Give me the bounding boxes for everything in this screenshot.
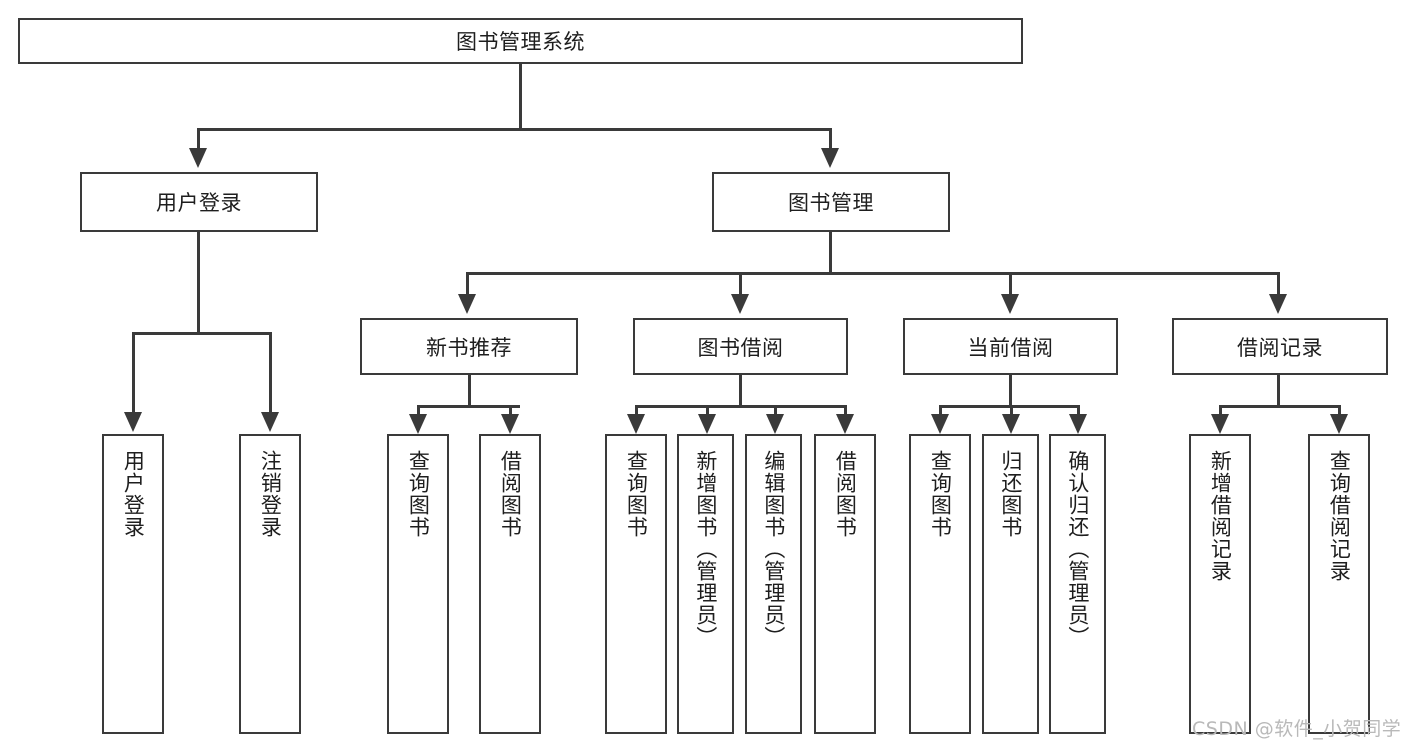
arrowhead-book-borrow-to-leaf-3 [836, 414, 854, 434]
node-borrow-record[interactable]: 借阅记录 [1172, 318, 1388, 375]
arrowhead-root-to-book-management [821, 148, 839, 168]
leaf-current-borrow-1[interactable]: 归还图书 [982, 434, 1039, 734]
arrowhead-root-to-user-login [189, 148, 207, 168]
connector-book-borrow-bar [635, 405, 847, 408]
leaf-label: 用户登录 [121, 450, 146, 538]
leaf-label: 查询图书 [624, 450, 649, 538]
connector-root-stem [519, 64, 522, 130]
arrowhead-current-borrow-to-leaf-2 [1069, 414, 1087, 434]
connector-user-login-bar [132, 332, 270, 335]
arrowhead-bm-to-book-borrow [731, 294, 749, 314]
leaf-label: 新增借阅记录 [1208, 450, 1233, 582]
leaf-book-borrow-2[interactable]: 编辑图书（管理员） [745, 434, 802, 734]
node-book-borrow[interactable]: 图书借阅 [633, 318, 848, 375]
node-label: 图书管理 [788, 191, 874, 215]
connector-root-to-book-management [829, 128, 832, 150]
node-current-borrow[interactable]: 当前借阅 [903, 318, 1118, 375]
connector-root-bar [197, 128, 831, 131]
leaf-user-login-0[interactable]: 用户登录 [102, 434, 164, 734]
connector-borrow-record-to-leaf-0 [1219, 405, 1222, 416]
connector-bm-to-borrow-record [1277, 272, 1280, 296]
arrowhead-bm-to-new-book [458, 294, 476, 314]
node-new-book-recommend[interactable]: 新书推荐 [360, 318, 578, 375]
leaf-book-borrow-3[interactable]: 借阅图书 [814, 434, 876, 734]
node-label: 图书借阅 [697, 335, 784, 360]
leaf-label: 编辑图书（管理员） [761, 450, 786, 648]
arrowhead-current-borrow-to-leaf-1 [1002, 414, 1020, 434]
connector-user-login-stem [197, 232, 200, 334]
node-label: 当前借阅 [967, 335, 1054, 360]
leaf-label: 查询图书 [928, 450, 953, 538]
connector-book-borrow-stem [739, 375, 742, 407]
leaf-new-book-recommend-0[interactable]: 查询图书 [387, 434, 449, 734]
arrowhead-user-login-to-leaf-1 [261, 412, 279, 432]
leaf-label: 注销登录 [258, 450, 283, 538]
connector-book-borrow-to-leaf-0 [635, 405, 638, 416]
arrowhead-new-book-to-leaf-0 [409, 414, 427, 434]
arrowhead-bm-to-current-borrow [1001, 294, 1019, 314]
leaf-label: 新增图书（管理员） [693, 450, 718, 648]
connector-book-borrow-to-leaf-1 [706, 405, 709, 416]
connector-current-borrow-to-leaf-1 [1010, 405, 1013, 416]
connector-book-management-bar [466, 272, 1280, 275]
leaf-new-book-recommend-1[interactable]: 借阅图书 [479, 434, 541, 734]
leaf-book-borrow-1[interactable]: 新增图书（管理员） [677, 434, 734, 734]
node-label: 借阅记录 [1237, 335, 1323, 360]
connector-bm-to-book-borrow [739, 272, 742, 296]
leaf-current-borrow-2[interactable]: 确认归还（管理员） [1049, 434, 1106, 734]
node-label: 图书管理系统 [456, 30, 585, 54]
connector-current-borrow-to-leaf-2 [1077, 405, 1080, 416]
leaf-label: 借阅图书 [498, 450, 523, 538]
arrowhead-current-borrow-to-leaf-0 [931, 414, 949, 434]
arrowhead-new-book-to-leaf-1 [501, 414, 519, 434]
node-user-login[interactable]: 用户登录 [80, 172, 318, 232]
arrowhead-book-borrow-to-leaf-1 [698, 414, 716, 434]
leaf-label: 确认归还（管理员） [1065, 450, 1090, 648]
node-book-management[interactable]: 图书管理 [712, 172, 950, 232]
csdn-watermark: CSDN @软件_小贺同学 [1192, 718, 1402, 740]
connector-borrow-record-stem [1277, 375, 1280, 407]
connector-current-borrow-stem [1009, 375, 1012, 407]
connector-current-borrow-to-leaf-0 [939, 405, 942, 416]
arrowhead-book-borrow-to-leaf-0 [627, 414, 645, 434]
node-label: 新书推荐 [426, 335, 512, 360]
leaf-label: 归还图书 [998, 450, 1023, 538]
arrowhead-user-login-to-leaf-0 [124, 412, 142, 432]
connector-borrow-record-bar [1219, 405, 1341, 408]
node-label: 用户登录 [156, 191, 242, 215]
leaf-label: 查询图书 [406, 450, 431, 538]
connector-user-login-to-leaf-0 [132, 332, 135, 414]
leaf-borrow-record-1[interactable]: 查询借阅记录 [1308, 434, 1370, 734]
leaf-current-borrow-0[interactable]: 查询图书 [909, 434, 971, 734]
connector-current-borrow-bar [939, 405, 1080, 408]
connector-new-book-to-leaf-0 [417, 405, 420, 416]
leaf-book-borrow-0[interactable]: 查询图书 [605, 434, 667, 734]
connector-book-management-stem [829, 232, 832, 274]
arrowhead-book-borrow-to-leaf-2 [766, 414, 784, 434]
arrowhead-borrow-record-to-leaf-0 [1211, 414, 1229, 434]
leaf-user-login-1[interactable]: 注销登录 [239, 434, 301, 734]
connector-root-to-user-login [197, 128, 200, 150]
connector-borrow-record-to-leaf-1 [1338, 405, 1341, 416]
arrowhead-borrow-record-to-leaf-1 [1330, 414, 1348, 434]
node-root-book-management-system[interactable]: 图书管理系统 [18, 18, 1023, 64]
connector-user-login-to-leaf-1 [269, 332, 272, 414]
connector-new-book-to-leaf-1 [509, 405, 512, 416]
leaf-label: 借阅图书 [833, 450, 858, 538]
connector-bm-to-new-book [466, 272, 469, 296]
leaf-label: 查询借阅记录 [1327, 450, 1352, 582]
connector-bm-to-current-borrow [1009, 272, 1012, 296]
connector-new-book-bar [417, 405, 520, 408]
connector-book-borrow-to-leaf-2 [774, 405, 777, 416]
leaf-borrow-record-0[interactable]: 新增借阅记录 [1189, 434, 1251, 734]
arrowhead-bm-to-borrow-record [1269, 294, 1287, 314]
connector-new-book-stem [468, 375, 471, 407]
connector-book-borrow-to-leaf-3 [844, 405, 847, 416]
